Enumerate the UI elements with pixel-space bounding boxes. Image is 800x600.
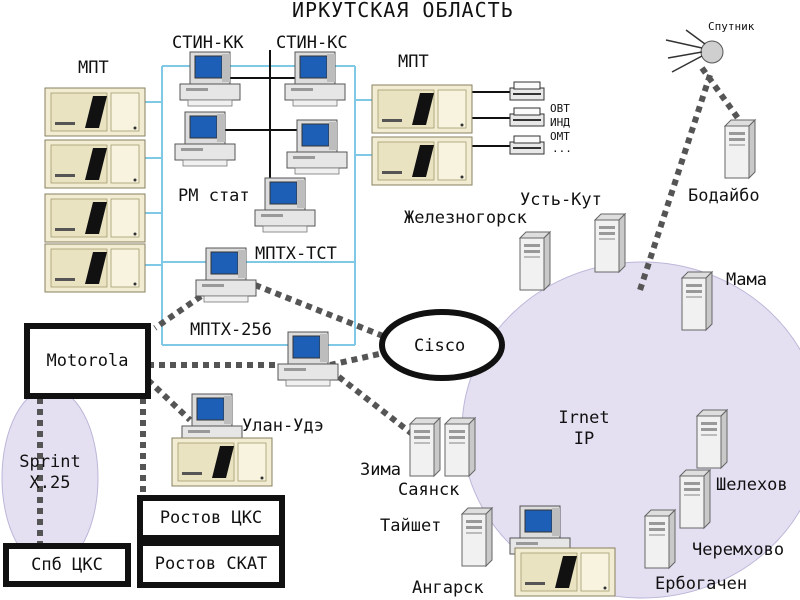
city-erbogachen: Ербогачен xyxy=(655,574,748,594)
motorola-box: Motorola xyxy=(24,323,151,399)
pc-mptx-tst xyxy=(195,247,257,303)
satellite-icon xyxy=(665,29,724,73)
city-sayansk: Саянск xyxy=(398,480,460,500)
server-mama xyxy=(681,271,713,331)
motorola-label: Motorola xyxy=(46,351,129,371)
printer-label-2: ИНД xyxy=(550,116,570,129)
pc-lan-right-2 xyxy=(286,119,348,175)
city-angarsk: Ангарск xyxy=(412,578,484,598)
printer-omt xyxy=(509,135,545,155)
label-stin-ks: СТИН-КС xyxy=(276,33,348,53)
irnet-line-2: IP xyxy=(573,429,595,450)
diagram-title: ИРКУТСКАЯ ОБЛАСТЬ xyxy=(292,0,514,22)
city-bodaibo: Бодайбо xyxy=(688,186,760,206)
cisco-router xyxy=(379,309,505,381)
label-stin-kk: СТИН-КК xyxy=(172,33,244,53)
mpt-right-rack-1 xyxy=(371,84,473,134)
server-sayansk xyxy=(444,417,476,477)
city-zima: Зима xyxy=(360,460,401,480)
pc-lan-left-2 xyxy=(174,111,236,167)
city-zheleznogorsk: Железногорск xyxy=(404,208,527,228)
dotted-links xyxy=(37,66,748,560)
server-zima xyxy=(409,417,441,477)
pc-mptx-256 xyxy=(277,331,339,387)
rostov-cks-box: Ростов ЦКС xyxy=(137,495,285,541)
mpt-left-rack-3 xyxy=(44,193,146,243)
city-mama: Мама xyxy=(726,270,767,290)
mpt-left-rack-1 xyxy=(44,87,146,137)
rostov-skat-box: Ростов СКАТ xyxy=(137,540,285,588)
spb-cks-box: Спб ЦКС xyxy=(3,543,131,587)
label-mpt-right: МПТ xyxy=(398,52,429,72)
server-bodaibo xyxy=(724,119,756,179)
server-erbogachen xyxy=(644,509,676,569)
cisco-label: Cisco xyxy=(414,336,466,356)
printer-label-3: ОМТ xyxy=(550,130,570,143)
server-taishet xyxy=(461,507,493,567)
mpt-left-rack-2 xyxy=(44,139,146,189)
mpt-right-rack-2 xyxy=(371,136,473,186)
label-mptx-256: МПТХ-256 xyxy=(190,320,272,340)
label-sputnik: Спутник xyxy=(708,20,755,33)
label-mpt-left: МПТ xyxy=(78,58,109,78)
server-cheremkhovo xyxy=(679,469,711,529)
printer-label-1: ОВТ xyxy=(550,102,570,115)
city-cheremkhovo: Черемхово xyxy=(692,540,785,560)
server-zheleznogorsk xyxy=(519,231,551,291)
sprint-line-2: X.25 xyxy=(29,473,71,494)
label-mptx-tst: МПТХ-ТСТ xyxy=(255,244,337,264)
server-ust-kut xyxy=(594,213,626,273)
rack-angarsk xyxy=(514,547,616,597)
server-shelekhov xyxy=(696,409,728,469)
city-taishet: Тайшет xyxy=(380,516,442,536)
label-ulan-ude: Улан-Удэ xyxy=(242,416,324,436)
city-shelekhov: Шелехов xyxy=(716,475,788,495)
irnet-line-1: Irnet xyxy=(558,408,610,428)
irnet-label: Irnet IP xyxy=(548,408,620,451)
city-ust-kut: Усть-Кут xyxy=(520,190,602,210)
printer-ovt xyxy=(509,81,545,101)
mpt-left-rack-4 xyxy=(44,243,146,293)
sprint-label: Sprint X.25 xyxy=(14,452,86,495)
rostov-skat-label: Ростов СКАТ xyxy=(154,554,268,574)
label-rm-stat: РМ стат xyxy=(178,186,250,206)
spb-cks-label: Спб ЦКС xyxy=(31,555,103,575)
pc-rm-stat xyxy=(254,177,316,233)
sprint-line-1: Sprint xyxy=(19,452,81,472)
rostov-cks-label: Ростов ЦКС xyxy=(159,508,263,528)
printer-label-4: ... xyxy=(552,142,572,155)
rack-ulan-ude xyxy=(171,437,273,487)
printer-ind xyxy=(509,107,545,127)
